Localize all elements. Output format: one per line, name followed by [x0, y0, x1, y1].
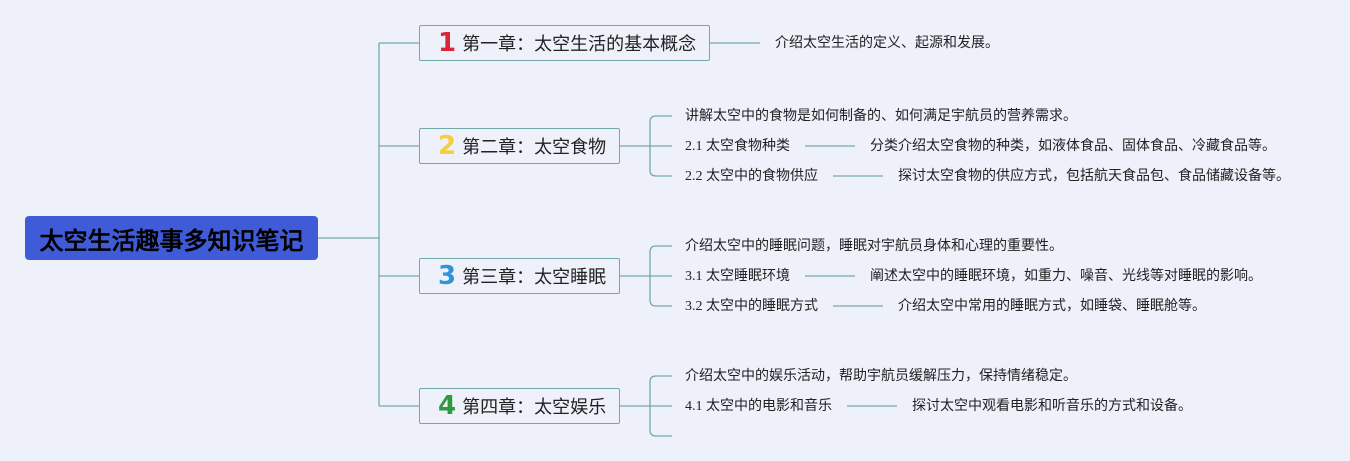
chapter-2-sub-2-label[interactable]: 2.2 太空中的食物供应 — [685, 169, 818, 184]
chapter-1-summary: 介绍太空生活的定义、起源和发展。 — [775, 36, 999, 51]
chapter-2-topic[interactable]: 2 第二章：太空食物 — [419, 128, 620, 164]
chapter-4-number: 4 — [438, 391, 457, 421]
chapter-1-topic[interactable]: 1 第一章：太空生活的基本概念 — [419, 25, 710, 61]
chapter-4-sub-1-label[interactable]: 4.1 太空中的电影和音乐 — [685, 399, 832, 414]
chapter-3-intro: 介绍太空中的睡眠问题，睡眠对宇航员身体和心理的重要性。 — [685, 239, 1063, 254]
chapter-3-sub-1-label[interactable]: 3.1 太空睡眠环境 — [685, 269, 790, 284]
chapter-2-sub-1-label[interactable]: 2.1 太空食物种类 — [685, 139, 790, 154]
root-topic[interactable]: 太空生活趣事多知识笔记 — [25, 216, 318, 260]
chapter-3-sub-2-label[interactable]: 3.2 太空中的睡眠方式 — [685, 299, 818, 314]
chapter-2-intro: 讲解太空中的食物是如何制备的、如何满足宇航员的营养需求。 — [685, 109, 1077, 124]
chapter-2-sub-2-detail: 探讨太空食物的供应方式，包括航天食品包、食品储藏设备等。 — [898, 169, 1290, 184]
chapter-2-number: 2 — [438, 131, 457, 161]
chapter-1-number: 1 — [438, 28, 457, 58]
chapter-3-sub-1-detail: 阐述太空中的睡眠环境，如重力、噪音、光线等对睡眠的影响。 — [870, 269, 1262, 284]
chapter-4-topic[interactable]: 4 第四章：太空娱乐 — [419, 388, 620, 424]
chapter-2-title: 第二章：太空食物 — [462, 137, 607, 158]
chapter-4-sub-1-detail: 探讨太空中观看电影和听音乐的方式和设备。 — [912, 399, 1192, 414]
chapter-2-sub-1-detail: 分类介绍太空食物的种类，如液体食品、固体食品、冷藏食品等。 — [870, 139, 1276, 154]
chapter-1-title: 第一章：太空生活的基本概念 — [462, 34, 697, 55]
chapter-3-topic[interactable]: 3 第三章：太空睡眠 — [419, 258, 620, 294]
chapter-3-title: 第三章：太空睡眠 — [462, 267, 607, 288]
chapter-3-number: 3 — [438, 261, 457, 291]
chapter-3-sub-2-detail: 介绍太空中常用的睡眠方式，如睡袋、睡眠舱等。 — [898, 299, 1206, 314]
root-title: 太空生活趣事多知识笔记 — [39, 226, 304, 255]
chapter-4-intro: 介绍太空中的娱乐活动，帮助宇航员缓解压力，保持情绪稳定。 — [685, 369, 1077, 384]
chapter-4-title: 第四章：太空娱乐 — [462, 397, 607, 418]
